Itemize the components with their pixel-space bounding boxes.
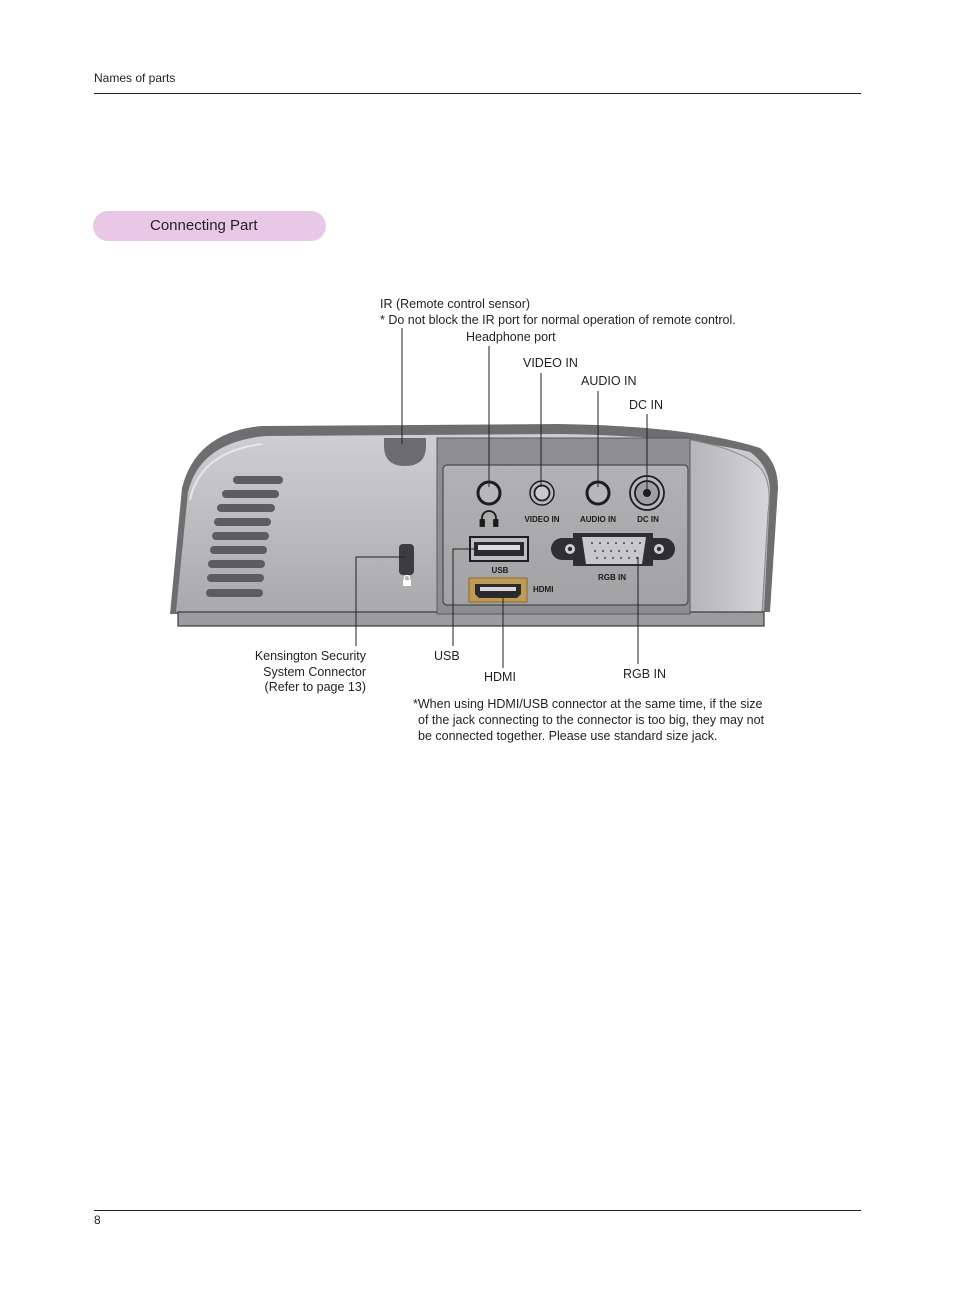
air-vent: [206, 476, 283, 597]
panel-label-usb: USB: [492, 566, 509, 575]
note-line1: *When using HDMI/USB connector at the sa…: [413, 697, 763, 711]
callout-dc-in: DC IN: [629, 398, 664, 412]
usb-port: [469, 536, 529, 562]
callout-headphone-port: Headphone port: [466, 330, 556, 344]
leader-lines: [355, 328, 648, 668]
callout-kensington-line1: Kensington Security: [254, 649, 366, 663]
panel-label-hdmi: HDMI: [533, 585, 553, 594]
note-line2: of the jack connecting to the connector …: [418, 713, 765, 727]
note-line3: be connected together. Please use standa…: [418, 729, 718, 743]
rgb-in-port: [551, 533, 675, 566]
page-number: 8: [94, 1213, 101, 1227]
callout-ir-note: * Do not block the IR port for normal op…: [380, 313, 736, 327]
callout-hdmi: HDMI: [484, 670, 516, 684]
panel-label-rgb-in: RGB IN: [598, 573, 626, 582]
header-rule: [94, 93, 861, 94]
connector-panel: [436, 437, 691, 615]
section-title: Connecting Part: [93, 211, 326, 241]
lock-icon: [403, 574, 411, 586]
panel-label-video-in: VIDEO IN: [524, 515, 559, 524]
headphone-icon: [479, 510, 499, 527]
callout-rgb-in: RGB IN: [623, 667, 667, 681]
ir-sensor: [384, 438, 426, 466]
running-header: Names of parts: [94, 71, 176, 85]
video-in-jack: [529, 480, 555, 506]
hdmi-port: [468, 577, 528, 603]
callout-video-in: VIDEO IN: [523, 356, 578, 370]
panel-label-audio-in: AUDIO IN: [580, 515, 616, 524]
callout-audio-in: AUDIO IN: [581, 374, 637, 388]
callout-kensington-line2: System Connector: [263, 665, 366, 679]
kensington-slot: [399, 544, 414, 575]
callout-ir: IR (Remote control sensor): [380, 297, 531, 311]
callout-kensington-line3: (Refer to page 13): [264, 680, 366, 694]
footer-rule: [94, 1210, 861, 1211]
callout-usb: USB: [434, 649, 460, 663]
panel-label-dc-in: DC IN: [637, 515, 659, 524]
